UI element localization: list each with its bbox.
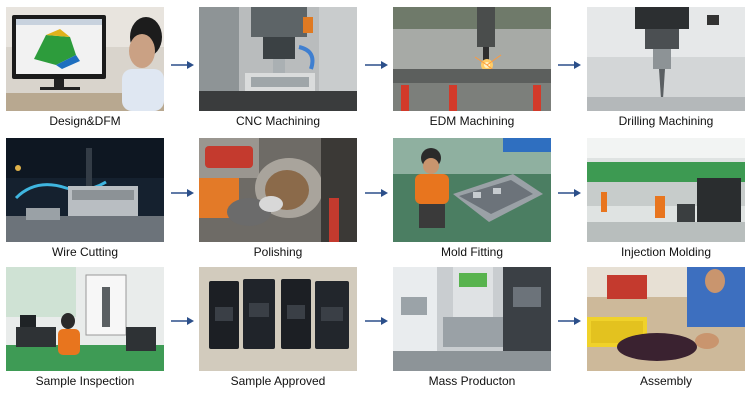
arrow-right-icon bbox=[365, 189, 388, 197]
step-sample-approved: Sample Approved bbox=[199, 267, 357, 395]
step-label: Sample Approved bbox=[230, 374, 326, 388]
photo-sample-approved bbox=[199, 267, 357, 371]
arrow-right-icon bbox=[558, 61, 581, 69]
photo-cnc-machining bbox=[199, 7, 357, 111]
step-drilling-machining: Drilling Machining bbox=[587, 7, 745, 135]
flow-arrow bbox=[558, 316, 582, 326]
flow-arrow bbox=[365, 188, 389, 198]
flow-arrow bbox=[171, 188, 195, 198]
molding-factory-floor-image bbox=[587, 138, 745, 242]
step-assembly: Assembly bbox=[587, 267, 745, 395]
polishing-hands-image bbox=[199, 138, 357, 242]
flow-arrow bbox=[171, 60, 195, 70]
photo-edm-machining bbox=[393, 7, 551, 111]
flow-arrow bbox=[558, 60, 582, 70]
flow-arrow bbox=[171, 316, 195, 326]
photo-injection-molding bbox=[587, 138, 745, 242]
assembly-workers-image bbox=[587, 267, 745, 371]
step-wire-cutting: Wire Cutting bbox=[6, 138, 164, 266]
step-label: EDM Machining bbox=[429, 114, 515, 128]
step-label: Drilling Machining bbox=[618, 114, 714, 128]
step-label: Polishing bbox=[253, 245, 303, 259]
step-label: Assembly bbox=[639, 374, 692, 388]
step-edm-machining: EDM Machining bbox=[393, 7, 551, 135]
photo-assembly bbox=[587, 267, 745, 371]
wire-cut-machine-image bbox=[6, 138, 164, 242]
production-machines-image bbox=[393, 267, 551, 371]
step-label: Injection Molding bbox=[620, 245, 712, 259]
photo-polishing bbox=[199, 138, 357, 242]
designer-at-monitor-image bbox=[6, 7, 164, 111]
cnc-spindle-image bbox=[199, 7, 357, 111]
step-cnc-machining: CNC Machining bbox=[199, 7, 357, 135]
step-label: Mass Producton bbox=[428, 374, 516, 388]
flow-arrow bbox=[365, 316, 389, 326]
step-label: CNC Machining bbox=[235, 114, 321, 128]
inspection-lab-image bbox=[6, 267, 164, 371]
arrow-right-icon bbox=[171, 317, 194, 325]
flow-arrow bbox=[558, 188, 582, 198]
arrow-right-icon bbox=[558, 189, 581, 197]
step-design-dfm: Design&DFM bbox=[6, 7, 164, 135]
arrow-right-icon bbox=[365, 317, 388, 325]
arrow-right-icon bbox=[365, 61, 388, 69]
arrow-right-icon bbox=[558, 317, 581, 325]
arrow-right-icon bbox=[171, 189, 194, 197]
edm-sparks-image bbox=[393, 7, 551, 111]
photo-wire-cutting bbox=[6, 138, 164, 242]
arrow-right-icon bbox=[171, 61, 194, 69]
photo-mass-production bbox=[393, 267, 551, 371]
step-mold-fitting: Mold Fitting bbox=[393, 138, 551, 266]
step-label: Mold Fitting bbox=[440, 245, 504, 259]
worker-fitting-mold-image bbox=[393, 138, 551, 242]
black-sample-parts-image bbox=[199, 267, 357, 371]
drill-spindle-image bbox=[587, 7, 745, 111]
photo-sample-inspection bbox=[6, 267, 164, 371]
step-polishing: Polishing bbox=[199, 138, 357, 266]
photo-drilling-machining bbox=[587, 7, 745, 111]
step-sample-inspection: Sample Inspection bbox=[6, 267, 164, 395]
photo-mold-fitting bbox=[393, 138, 551, 242]
photo-design-dfm bbox=[6, 7, 164, 111]
step-injection-molding: Injection Molding bbox=[587, 138, 745, 266]
step-mass-production: Mass Producton bbox=[393, 267, 551, 395]
step-label: Wire Cutting bbox=[51, 245, 119, 259]
flow-arrow bbox=[365, 60, 389, 70]
step-label: Design&DFM bbox=[49, 114, 121, 128]
step-label: Sample Inspection bbox=[35, 374, 135, 388]
